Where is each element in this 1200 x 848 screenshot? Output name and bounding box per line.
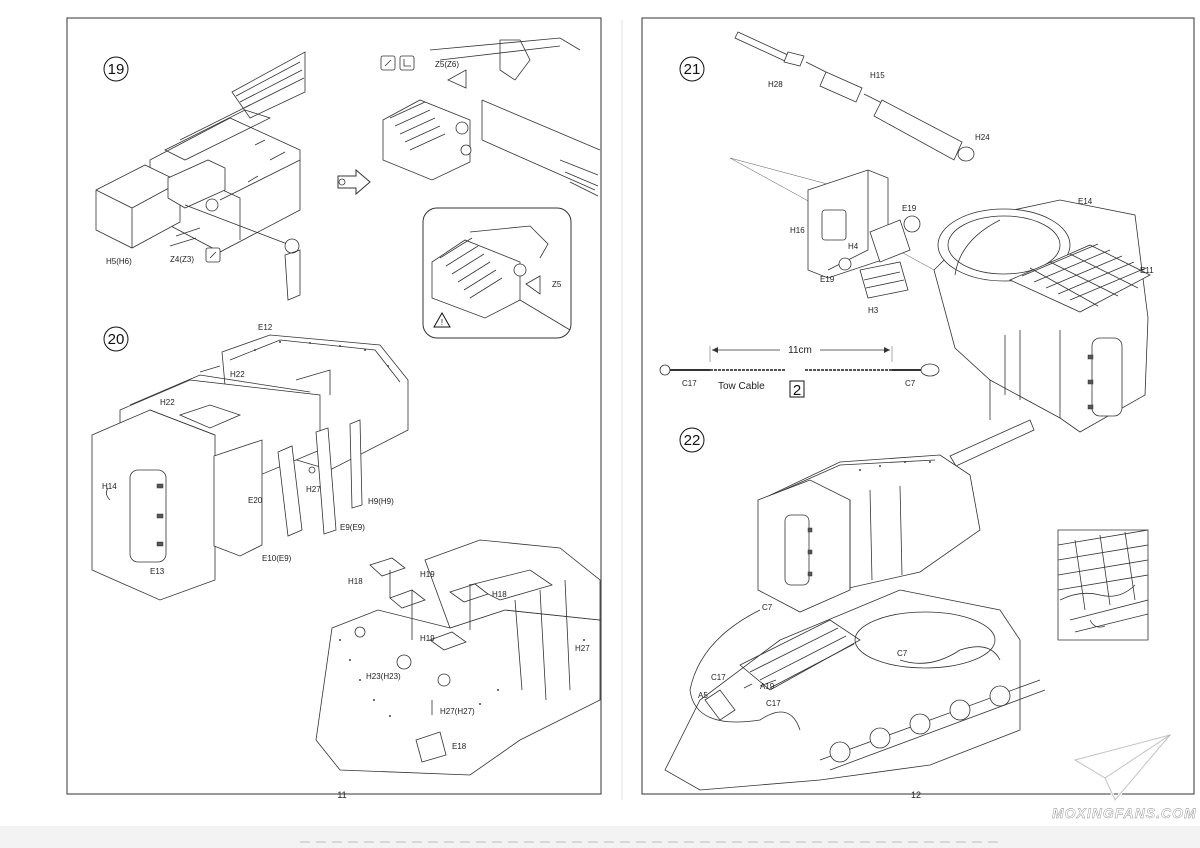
- step-19-tracks-drawing: [380, 37, 601, 197]
- step-19-hull-rear-drawing: [95, 51, 306, 301]
- label-h24: H24: [975, 133, 990, 142]
- label-h9-h9: H9(H9): [368, 497, 394, 506]
- label-h15: H15: [870, 71, 885, 80]
- step-21-turret-drawing: [807, 169, 1151, 433]
- label-e13: E13: [150, 567, 165, 576]
- step-20-turret-exploded-drawing: [91, 334, 409, 601]
- label-h19-b: H19: [420, 634, 435, 643]
- step-21-badge: [679, 56, 705, 82]
- tow-cable-length: 11cm: [788, 345, 812, 356]
- step-19-arrow-icon: [337, 168, 371, 196]
- label-h22-b: H22: [160, 398, 175, 407]
- label-e14: E14: [1078, 197, 1093, 206]
- step-20-turret-lower-drawing: [315, 539, 601, 776]
- step-21-number: 21: [684, 61, 701, 78]
- step-20-badge: [103, 326, 129, 352]
- label-z5-z6: Z5(Z6): [435, 60, 459, 69]
- label-e10-e9: E10(E9): [262, 554, 292, 563]
- label-h5-h6: H5(H6): [106, 257, 132, 266]
- tow-cable-quantity: 2: [793, 382, 801, 399]
- label-a5: A5: [698, 691, 708, 700]
- step-21: 21 H28 H15 H24: [659, 31, 1154, 433]
- label-e20: E20: [248, 496, 263, 505]
- step-22-detail-crop: [1057, 529, 1149, 641]
- label-h27-right: H27: [575, 644, 590, 653]
- label-z5: Z5: [552, 280, 562, 289]
- label-c7-b: C7: [897, 649, 908, 658]
- step-21-gun-barrel-drawing: [734, 31, 975, 162]
- step-20: 20 E12 H22 H22 H14 E20: [91, 323, 601, 776]
- label-h3: H3: [868, 306, 879, 315]
- step-22: 22 C7 C7 C1: [664, 419, 1149, 791]
- page-number-12: 12: [911, 790, 921, 800]
- step-19-badge: [103, 56, 129, 82]
- label-c17-b: C17: [766, 699, 781, 708]
- label-h4: H4: [848, 242, 859, 251]
- label-h18-b: H18: [492, 590, 507, 599]
- step-22-number: 22: [684, 432, 701, 449]
- watermark: MOXINGFANS.COM: [1052, 732, 1197, 821]
- label-a19: A19: [760, 682, 775, 691]
- page-number-11: 11: [337, 790, 346, 800]
- tow-cable-end-right: C7: [905, 379, 916, 388]
- step-20-number: 20: [108, 331, 125, 348]
- step-22-vehicle-drawing: [664, 419, 1046, 791]
- label-e11: E11: [1140, 266, 1154, 275]
- scan-shadow: [0, 826, 1200, 848]
- tow-cable-diagram: [659, 346, 940, 398]
- step-19-detail-inset: !: [422, 207, 572, 339]
- label-h22-a: H22: [230, 370, 245, 379]
- label-z4-z3: Z4(Z3): [170, 255, 194, 264]
- label-h19-a: H19: [420, 570, 435, 579]
- step-22-badge: [679, 427, 705, 453]
- label-h23-h23: H23(H23): [366, 672, 401, 681]
- watermark-text: MOXINGFANS.COM: [1052, 805, 1197, 821]
- tow-cable-label: Tow Cable: [718, 381, 765, 392]
- tow-cable-end-left: C17: [682, 379, 697, 388]
- label-c7-a: C7: [762, 603, 773, 612]
- label-e19-a: E19: [902, 204, 917, 213]
- svg-text:!: !: [441, 318, 443, 327]
- label-e18: E18: [452, 742, 467, 751]
- label-c17-a: C17: [711, 673, 726, 682]
- label-e12: E12: [258, 323, 273, 332]
- label-h16: H16: [790, 226, 805, 235]
- warning-icon: [433, 311, 451, 328]
- step-19: 19 H5(H6) Z4(Z3): [95, 37, 601, 339]
- label-h18-a: H18: [348, 577, 363, 586]
- label-h27-h27: H27(H27): [440, 707, 475, 716]
- step-19-number: 19: [108, 61, 125, 78]
- label-h14: H14: [102, 482, 117, 491]
- label-e19-b: E19: [820, 275, 835, 284]
- label-h28: H28: [768, 80, 783, 89]
- label-e9-e9: E9(E9): [340, 523, 365, 532]
- label-h27: H27: [306, 485, 321, 494]
